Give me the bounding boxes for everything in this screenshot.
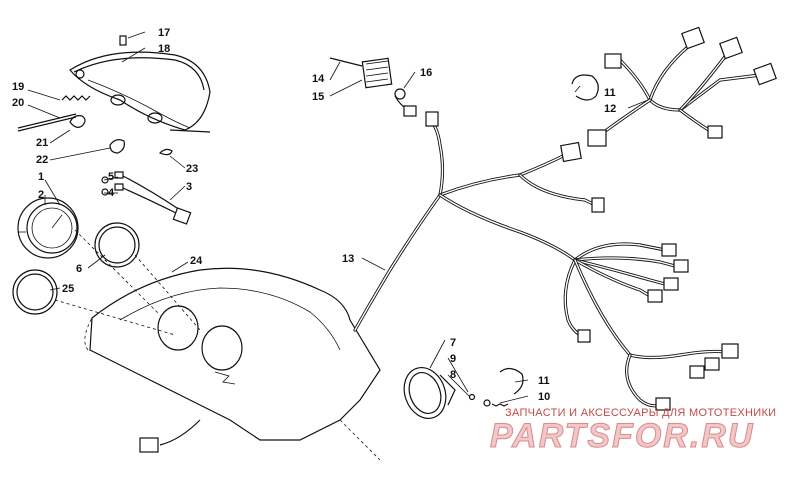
callout-11-upper: 11 bbox=[604, 87, 616, 99]
callout-14: 14 bbox=[312, 73, 325, 85]
callout-17: 17 bbox=[158, 27, 170, 39]
callout-4: 4 bbox=[108, 187, 115, 199]
watermark-logo: PARTSFOR.RU bbox=[490, 417, 754, 455]
dash-panel bbox=[84, 267, 381, 461]
callout-21: 21 bbox=[36, 137, 48, 149]
callout-11-lower: 11 bbox=[538, 375, 550, 387]
callout-3: 3 bbox=[186, 181, 192, 193]
callout-2: 2 bbox=[38, 189, 44, 201]
callout-18: 18 bbox=[158, 43, 170, 55]
callout-6: 6 bbox=[76, 263, 82, 275]
callout-20: 20 bbox=[12, 97, 24, 109]
main-wiring-harness bbox=[353, 111, 739, 411]
callout-22: 22 bbox=[36, 154, 48, 166]
callout-13: 13 bbox=[342, 253, 354, 265]
callout-24: 24 bbox=[190, 255, 203, 267]
adjusting-screw-and-spring bbox=[17, 95, 91, 132]
sub-harness bbox=[587, 26, 777, 147]
retaining-ring-upper bbox=[571, 74, 599, 101]
callout-10: 10 bbox=[538, 391, 550, 403]
callout-16: 16 bbox=[420, 67, 432, 79]
callout-23: 23 bbox=[186, 163, 198, 175]
gauge-bezel bbox=[94, 222, 140, 268]
callout-1: 1 bbox=[38, 171, 44, 183]
headlight-assembly bbox=[69, 35, 211, 133]
callout-5: 5 bbox=[108, 171, 114, 183]
callout-15: 15 bbox=[312, 91, 324, 103]
tachometer-assembly bbox=[403, 367, 524, 419]
callout-numbers: 17 18 19 20 21 22 23 3 5 4 1 2 6 25 24 1… bbox=[12, 27, 616, 403]
speedometer-gauge bbox=[17, 197, 79, 259]
callout-7: 7 bbox=[450, 337, 456, 349]
gauge-harness bbox=[101, 171, 192, 225]
callout-25: 25 bbox=[62, 283, 74, 295]
gauge-ring bbox=[12, 269, 58, 315]
callout-9: 9 bbox=[450, 353, 456, 365]
watermark-caption: ЗАПЧАСТИ И АКСЕССУАРЫ ДЛЯ МОТОТЕХНИКИ bbox=[505, 407, 776, 419]
callout-8: 8 bbox=[450, 369, 456, 381]
watermark: ЗАПЧАСТИ И АКСЕССУАРЫ ДЛЯ МОТОТЕХНИКИ PA… bbox=[490, 407, 777, 456]
voltage-regulator bbox=[329, 57, 417, 117]
bulb-socket-clip bbox=[69, 115, 173, 156]
callout-19: 19 bbox=[12, 81, 24, 93]
leader-lines bbox=[27, 31, 649, 404]
callout-12: 12 bbox=[604, 103, 616, 115]
